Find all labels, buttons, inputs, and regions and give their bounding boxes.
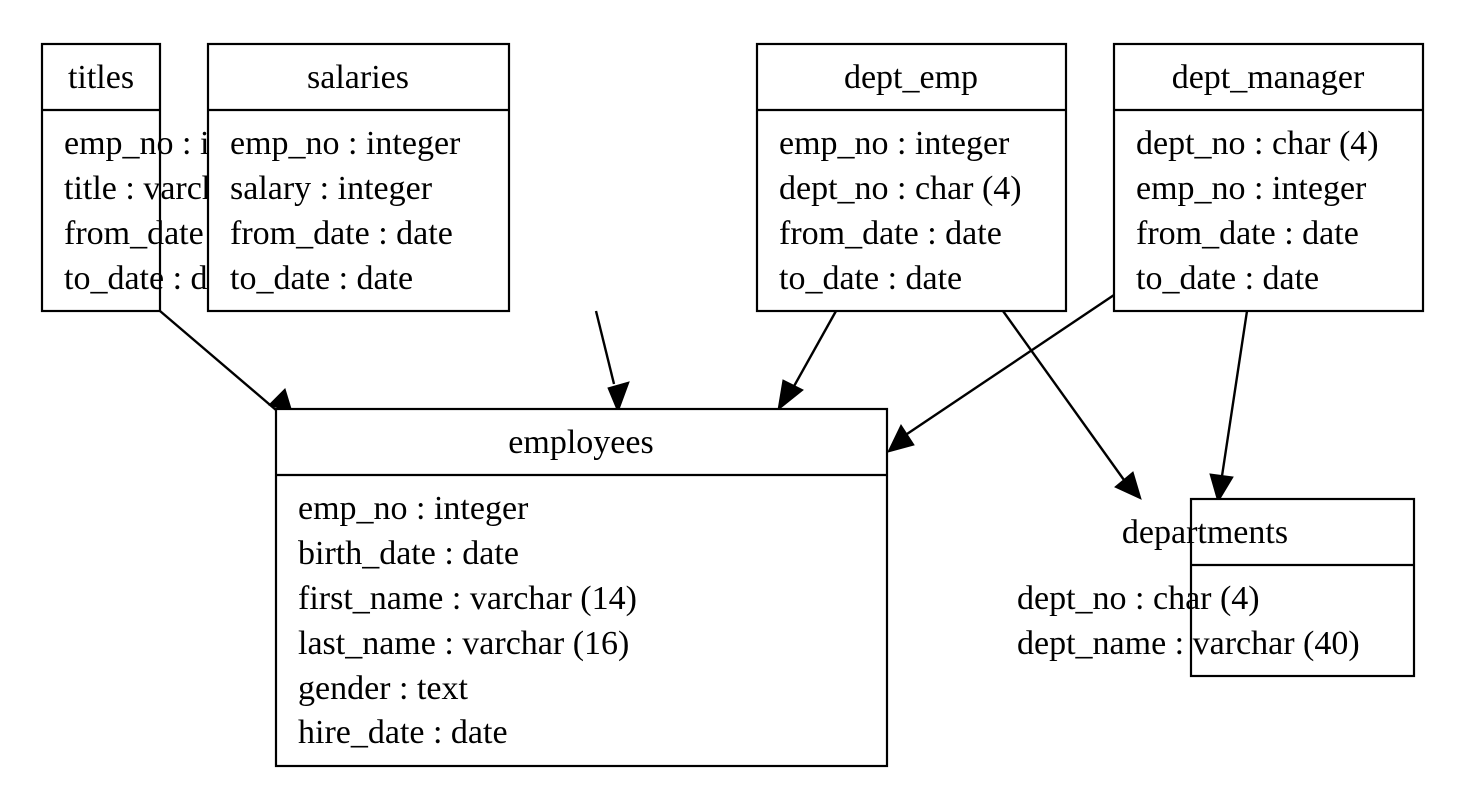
field-row: emp_no : integer [298,490,529,527]
field-row: dept_no : char (4) [1017,580,1260,617]
entity-title: salaries [307,59,409,96]
field-row: to_date : date [1136,260,1319,297]
field-row: from_date : date [1136,215,1359,252]
edge-titles-employees [159,310,293,413]
field-row: from_date : date [230,215,453,252]
entity-dept-emp: dept_emp emp_no : integer dept_no : char… [755,42,1068,313]
field-row: from_date : date [779,215,1002,252]
field-row: hire_date : date [298,714,508,751]
field-row: emp_no : integer [1136,170,1367,207]
entity-title: dept_emp [844,59,978,96]
entity-title: departments [1122,514,1288,551]
field-row: to_date : date [779,260,962,297]
edge-dept-emp-departments [1002,310,1142,500]
entity-title: employees [508,424,653,461]
entity-dept-manager: dept_manager dept_no : char (4) emp_no :… [1112,42,1425,313]
field-row: gender : text [298,670,468,707]
edge-dept-manager-departments [1209,310,1249,504]
entity-departments: departments dept_no : char (4) dept_name… [1017,497,1416,678]
field-row: birth_date : date [298,535,519,572]
entity-title: dept_manager [1172,59,1365,96]
edge-dept-manager-employees [887,294,1115,453]
entity-salaries: salaries emp_no : integer salary : integ… [206,42,511,313]
relationship-edges [159,294,1249,504]
field-row: dept_name : varchar (40) [1017,625,1360,662]
field-row: to_date : date [230,260,413,297]
edge-salaries-employees [594,310,630,414]
field-row: first_name : varchar (14) [298,580,637,617]
entity-employees: employees emp_no : integer birth_date : … [274,407,889,768]
field-row: dept_no : char (4) [1136,125,1379,162]
edge-dept-emp-employees [777,310,838,412]
field-row: salary : integer [230,170,433,207]
field-row: emp_no : integer [779,125,1010,162]
field-row: dept_no : char (4) [779,170,1022,207]
field-row: emp_no : integer [230,125,461,162]
field-row: last_name : varchar (16) [298,625,629,662]
entity-title: titles [68,59,134,96]
